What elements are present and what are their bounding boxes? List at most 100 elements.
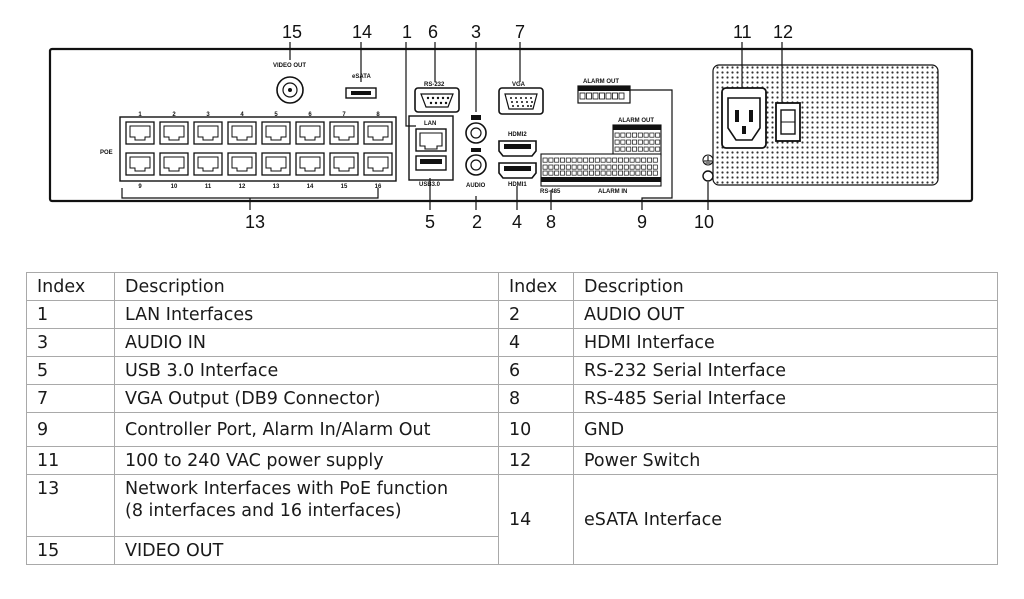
- cell-index: 2: [498, 300, 574, 329]
- poe-port-1: [125, 121, 155, 145]
- terminal-pin: [647, 170, 652, 176]
- ac-power-inlet: [721, 87, 767, 149]
- callout-14: 14: [352, 22, 372, 42]
- terminal-pin: [542, 157, 548, 163]
- cell-description: Controller Port, Alarm In/Alarm Out: [114, 412, 499, 447]
- callout-2: 2: [472, 212, 482, 232]
- poe-port-number: 16: [375, 184, 382, 190]
- terminal-pin: [618, 157, 623, 163]
- terminal-pin: [560, 164, 565, 170]
- poe-port-number: 1: [138, 112, 142, 118]
- terminal-pin: [589, 164, 594, 170]
- terminal-pin: [652, 170, 658, 176]
- label-esata: eSATA: [352, 74, 371, 80]
- terminal-pin: [542, 164, 548, 170]
- terminal-pin: [600, 157, 606, 163]
- cell-index: 8: [498, 384, 574, 413]
- cell-description: Network Interfaces with PoE function (8 …: [114, 474, 499, 537]
- cell-description-line: (8 interfaces and 16 interfaces): [125, 501, 402, 521]
- label-vga: VGA: [512, 82, 526, 88]
- table-row: 7 VGA Output (DB9 Connector) 8 RS-485 Se…: [26, 384, 998, 413]
- terminal-pin: [554, 170, 560, 176]
- terminal-pin: [649, 146, 655, 152]
- terminal-pin: [589, 157, 594, 163]
- terminal-pin: [629, 170, 635, 176]
- callout-13: 13: [245, 212, 265, 232]
- poe-port-number: 9: [138, 184, 142, 190]
- label-poe: POE: [100, 150, 113, 156]
- terminal-pin: [565, 157, 571, 163]
- cell-description: VIDEO OUT: [114, 536, 499, 565]
- terminal-pin: [577, 170, 583, 176]
- callout-11: 11: [733, 22, 752, 42]
- terminal-pin: [632, 132, 637, 138]
- label-rs232: RS-232: [424, 82, 445, 88]
- cell-description: USB 3.0 Interface: [114, 356, 499, 385]
- terminal-pin: [632, 139, 637, 145]
- poe-port-12: [227, 152, 257, 176]
- poe-port-number: 12: [239, 184, 246, 190]
- chassis-outline: [48, 47, 974, 203]
- table-row: 13 Network Interfaces with PoE function …: [26, 474, 998, 565]
- table-row: 1 LAN Interfaces 2 AUDIO OUT: [26, 300, 998, 329]
- label-alarm-out-side: ALARM OUT: [618, 118, 654, 124]
- label-rs485: RS-485: [540, 189, 561, 195]
- cell-description: Power Switch: [573, 446, 998, 475]
- terminal-pin: [632, 146, 637, 152]
- terminal-pin: [649, 132, 655, 138]
- terminal-pin: [571, 164, 577, 170]
- terminal-pin: [623, 164, 629, 170]
- cell-index: 13: [26, 474, 115, 537]
- callout-3: 3: [471, 22, 481, 42]
- terminal-pin: [643, 132, 649, 138]
- table-row: 11 100 to 240 VAC power supply 12 Power …: [26, 446, 998, 475]
- cell-index: 6: [498, 356, 574, 385]
- poe-port-16: [363, 152, 393, 176]
- terminal-pins: [542, 132, 661, 176]
- terminal-pin: [614, 139, 620, 145]
- terminal-pin: [637, 132, 643, 138]
- cell-index: 12: [498, 446, 574, 475]
- terminal-pin: [594, 157, 600, 163]
- terminal-pin: [655, 139, 661, 145]
- header-description-1: Description: [114, 272, 499, 301]
- table-row: 15 VIDEO OUT: [26, 536, 998, 565]
- terminal-pin: [655, 146, 661, 152]
- poe-port-number: 10: [171, 184, 178, 190]
- poe-port-7: [329, 121, 359, 145]
- rs232-port: [414, 87, 460, 113]
- label-usb: USB3.0: [419, 182, 441, 188]
- terminal-pin: [565, 164, 571, 170]
- poe-port-number: 11: [205, 184, 212, 190]
- callout-8: 8: [546, 212, 556, 232]
- poe-port-number: 2: [172, 112, 176, 118]
- poe-port-number: 4: [240, 112, 244, 118]
- callout-9: 9: [637, 212, 647, 232]
- cell-description: GND: [573, 412, 998, 447]
- table-row: 5 USB 3.0 Interface 6 RS-232 Serial Inte…: [26, 356, 998, 385]
- terminal-pin: [620, 139, 626, 145]
- hdmi2-port: [498, 140, 537, 157]
- poe-port-number: 7: [342, 112, 346, 118]
- terminal-pin: [618, 164, 623, 170]
- gnd-terminal: [702, 170, 714, 182]
- table-header-row: Index Description Index Description: [26, 272, 998, 301]
- terminal-pin: [637, 146, 643, 152]
- header-index-2: Index: [498, 272, 574, 301]
- terminal-pin: [554, 164, 560, 170]
- audio-out-jack: [465, 154, 487, 176]
- callout-10: 10: [694, 212, 714, 232]
- header-description-2: Description: [573, 272, 998, 301]
- label-alarm-out-top: ALARM OUT: [583, 79, 619, 85]
- cell-description: RS-485 Serial Interface: [573, 384, 998, 413]
- cell-index: 15: [26, 536, 115, 565]
- terminal-pin: [649, 139, 655, 145]
- terminal-pin: [629, 157, 635, 163]
- terminal-pin: [600, 164, 606, 170]
- terminal-pin: [577, 164, 583, 170]
- hdmi1-port: [498, 162, 537, 179]
- cell-description: RS-232 Serial Interface: [573, 356, 998, 385]
- poe-port-number: 5: [274, 112, 278, 118]
